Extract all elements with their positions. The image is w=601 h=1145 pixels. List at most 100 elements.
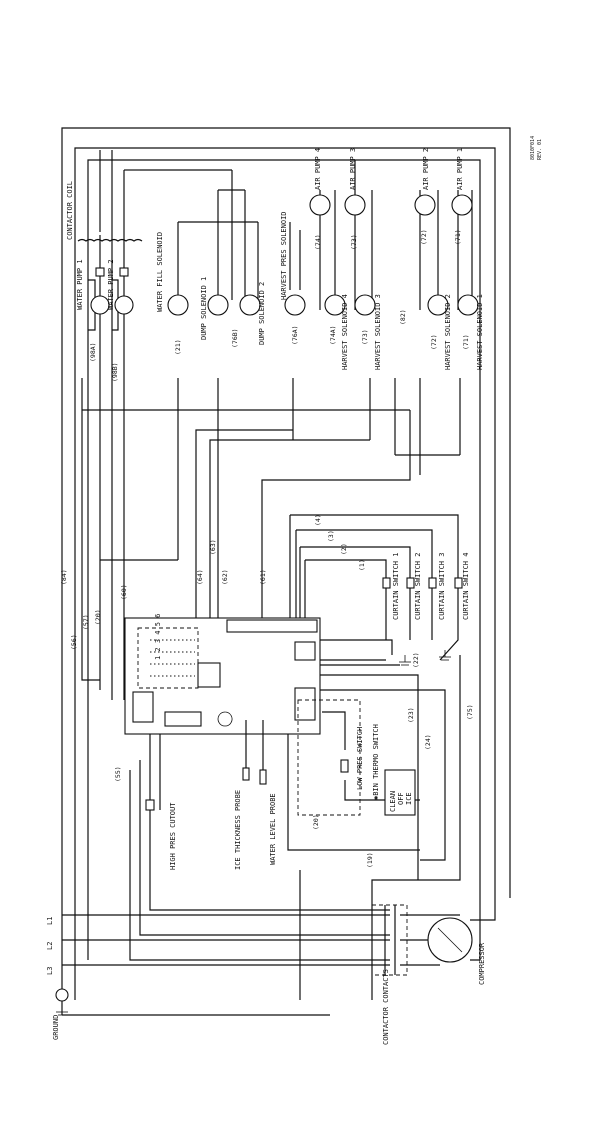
- harvest-solenoid-2: [427, 294, 449, 316]
- curtain-switch-3-label: CURTAIN SWITCH 3: [438, 553, 446, 620]
- ice-thickness-probe-label: ICE THICKNESS PROBE: [234, 790, 242, 870]
- curtain-switch-3: [428, 577, 437, 589]
- contactor-coil-label: CONTACTOR COIL: [66, 181, 74, 240]
- wire-62: (62): [221, 569, 229, 585]
- water-pump-2-label: WATER PUMP 2: [107, 259, 115, 310]
- contactor-contacts: [371, 904, 408, 976]
- wire-74a: (74A): [329, 325, 337, 345]
- wire-98b: (98B): [111, 362, 119, 382]
- dump-solenoid-2: [239, 294, 261, 316]
- control-board: 1 2 3 4 5 6: [124, 614, 321, 735]
- wire-23: (23): [407, 707, 415, 723]
- air-pump-3: [344, 194, 366, 216]
- air-pump-4-label: AIR PUMP 4: [314, 148, 322, 190]
- wire-61: (61): [259, 569, 267, 585]
- curtain-switch-4-label: CURTAIN SWITCH 4: [462, 553, 470, 620]
- air-pump-1: [451, 194, 473, 216]
- ground-label: GROUND: [52, 1015, 60, 1040]
- water-fill-solenoid-label: WATER FILL SOLENOID: [156, 232, 164, 312]
- harvest-solenoid-2-label: HARVEST SOLENOID 2: [444, 294, 452, 370]
- wire-73b: (73): [350, 234, 358, 250]
- wire-73: (73): [361, 329, 369, 345]
- harvest-solenoid-4: [324, 294, 346, 316]
- water-pump-1: [90, 295, 110, 315]
- compressor-label: COMPRESSOR: [478, 942, 486, 985]
- harvest-solenoid-3: [354, 294, 376, 316]
- wire-82: (82): [399, 309, 407, 325]
- curtain-switch-1: [382, 577, 391, 589]
- water-pump-1-label: WATER PUMP 1: [76, 259, 84, 310]
- curtain-switch-2-label: CURTAIN SWITCH 2: [414, 553, 422, 620]
- dump-solenoid-2-label: DUMP SOLENOID 2: [258, 282, 266, 345]
- wire-22: (22): [412, 652, 420, 668]
- l1-label: L1: [46, 917, 54, 925]
- wire-4: (4): [314, 514, 322, 526]
- wire-numbers: (84) (56) (57) (20) (60) (64) (62) (61) …: [60, 229, 474, 868]
- wire-63: (63): [209, 539, 217, 555]
- board-connector-label: 1 2 3 4 5 6: [154, 614, 162, 660]
- harvest-solenoid-1: [457, 294, 479, 316]
- diagram-labels: CONTACTOR COIL WATER PUMP 1 WATER PUMP 2…: [46, 136, 543, 1045]
- wire-57: (57): [82, 614, 90, 630]
- low-pres-switch-label: LOW PRES SWITCH: [356, 727, 364, 790]
- wire-98a: (98A): [89, 342, 97, 362]
- wire-2: (2): [340, 543, 348, 555]
- wire-24: (24): [424, 734, 432, 750]
- bin-thermo-switch-label: ✱BIN THERMO SWITCH: [372, 724, 380, 800]
- wire-20: (20): [312, 814, 320, 830]
- high-pres-cutout-label: HIGH PRES CUTOUT: [169, 802, 177, 870]
- wire-56: (56): [70, 634, 78, 650]
- high-pres-cutout: [145, 799, 155, 811]
- wire-72: (72): [420, 229, 428, 245]
- clean-label: CLEAN: [389, 791, 397, 812]
- wire-21: (21): [174, 339, 182, 355]
- off-label: OFF: [397, 792, 405, 805]
- wire-75: (75): [466, 704, 474, 720]
- wire-84: (84): [60, 569, 68, 585]
- wire-60: (60): [120, 584, 128, 600]
- wire-74: (74): [314, 234, 322, 250]
- water-fill-solenoid: [167, 294, 189, 316]
- harvest-solenoid-4-label: HARVEST SOLENOID 4: [341, 294, 349, 370]
- low-pres-switch: [340, 759, 349, 773]
- wire-76a: (76A): [291, 325, 299, 345]
- curtain-switch-4: [454, 577, 463, 589]
- harvest-pres-solenoid: [284, 294, 306, 316]
- wires: [61, 127, 511, 1016]
- wire-19: (19): [366, 852, 374, 868]
- dump-solenoid-1-label: DUMP SOLENOID 1: [200, 277, 208, 340]
- water-level-probe-label: WATER LEVEL PROBE: [269, 793, 277, 865]
- harvest-solenoid-1-label: HARVEST SOLENOID 1: [476, 294, 484, 370]
- wire-71b: (71): [462, 334, 470, 350]
- air-pump-1-label: AIR PUMP 1: [456, 148, 464, 190]
- ice-label: ICE: [405, 792, 413, 805]
- curtain-switch-2: [406, 577, 415, 589]
- doc-code-label: 8010F014: [530, 136, 536, 160]
- water-level-probe: [259, 769, 267, 785]
- ground-symbol: [55, 988, 69, 1002]
- wire-55: (55): [114, 766, 122, 782]
- components: [55, 194, 479, 1016]
- air-pump-3-label: AIR PUMP 3: [349, 148, 357, 190]
- air-pump-2-label: AIR PUMP 2: [422, 148, 430, 190]
- wire-20a: (20): [94, 609, 102, 625]
- wire-3: (3): [327, 530, 335, 542]
- dump-solenoid-1: [207, 294, 229, 316]
- l2-label: L2: [46, 942, 54, 950]
- wire-71: (71): [454, 229, 462, 245]
- l3-label: L3: [46, 967, 54, 975]
- air-pump-2: [414, 194, 436, 216]
- air-pump-4: [309, 194, 331, 216]
- ice-thickness-probe: [242, 767, 250, 781]
- clean-off-ice-switch: [384, 769, 416, 816]
- wire-72b: (72): [430, 334, 438, 350]
- wire-1: (1): [358, 559, 366, 571]
- harvest-pres-solenoid-label: HARVEST PRES SOLENOID: [280, 211, 288, 300]
- harvest-solenoid-3-label: HARVEST SOLENOID 3: [374, 294, 382, 370]
- doc-rev-label: REV. 01: [537, 139, 543, 160]
- curtain-switch-1-label: CURTAIN SWITCH 1: [392, 553, 400, 620]
- contactor-contacts-label: CONTACTOR CONTACTS: [382, 969, 390, 1045]
- water-pump-2: [114, 295, 134, 315]
